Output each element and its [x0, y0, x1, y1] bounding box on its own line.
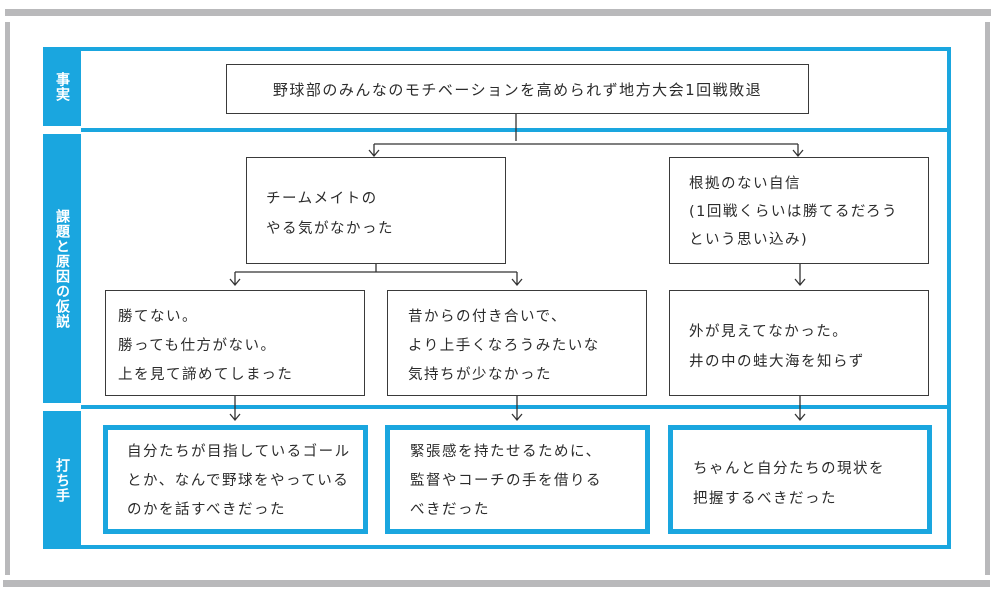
- frame-right-bar: [985, 22, 990, 575]
- issue-1-line-1: チームメイトの: [266, 191, 378, 207]
- row-label-fact: 事実: [43, 47, 81, 126]
- arrow-to-cause-1: [229, 272, 241, 287]
- frame-top-bar: [5, 9, 991, 16]
- issue-2-line-1: 根拠のない自信: [689, 176, 801, 192]
- frame-left-bar: [5, 22, 10, 575]
- cause-2-line-3: 気持ちが少なかった: [408, 367, 552, 383]
- issue-box-baseless-confidence: 根拠のない自信 (1回戦くらいは勝てるだろう という思い込み): [669, 157, 929, 264]
- action-box-grasp-situation: ちゃんと自分たちの現状を 把握するべきだった: [668, 425, 932, 534]
- issue-box-teammate-motivation: チームメイトの やる気がなかった: [246, 157, 506, 264]
- cause-3-line-1: 外が見えてなかった。: [689, 324, 849, 340]
- cause-1-line-1: 勝てない。: [118, 309, 198, 325]
- row-label-actions: 打ち手: [43, 411, 81, 549]
- cause-2-line-1: 昔からの付き合いで、: [408, 309, 567, 325]
- arrow-to-cause-2: [511, 272, 523, 287]
- cause-1-line-3: 上を見て諦めてしまった: [118, 367, 294, 383]
- fact-box: 野球部のみんなのモチベーションを高められず地方大会1回戦敗退: [226, 64, 809, 114]
- row-label-issues: 課題と原因の仮説: [43, 134, 81, 403]
- issue-2-line-2: (1回戦くらいは勝てるだろう: [689, 204, 899, 220]
- row-divider-1: [81, 128, 951, 132]
- frame-border-bottom: [43, 545, 951, 549]
- action-2-line-1: 緊張感を持たせるために、: [410, 444, 602, 460]
- cause-3-line-2: 井の中の蛙大海を知らず: [689, 354, 865, 370]
- action-box-discuss-goals: 自分たちが目指しているゴール とか、なんで野球をやっている のかを話すべきだった: [103, 425, 368, 534]
- action-1-line-1: 自分たちが目指しているゴール: [127, 444, 351, 460]
- arrow-to-issue-2: [792, 144, 804, 158]
- cause-box-gave-up: 勝てない。 勝っても仕方がない。 上を見て諦めてしまった: [105, 290, 365, 396]
- arrow-to-cause-3: [794, 263, 806, 287]
- frame-border-top: [43, 47, 951, 51]
- action-3-line-1: ちゃんと自分たちの現状を: [693, 461, 885, 477]
- action-2-line-2: 監督やコーチの手を借りる: [410, 473, 602, 489]
- row-divider-2: [81, 405, 951, 409]
- cause-box-narrow-view: 外が見えてなかった。 井の中の蛙大海を知らず: [669, 290, 929, 396]
- action-3-line-2: 把握するべきだった: [693, 491, 837, 507]
- row-label-fact-text: 事実: [54, 71, 70, 102]
- row-label-actions-text: 打ち手: [54, 457, 70, 503]
- action-1-line-3: のかを話すべきだった: [127, 502, 286, 518]
- issue-1-line-2: やる気がなかった: [266, 221, 394, 237]
- cause-box-old-friendships: 昔からの付き合いで、 より上手くなろうみたいな 気持ちが少なかった: [387, 290, 647, 396]
- action-box-involve-coaches: 緊張感を持たせるために、 監督やコーチの手を借りる べきだった: [385, 425, 650, 534]
- cause-2-line-2: より上手くなろうみたいな: [408, 338, 600, 354]
- fact-text: 野球部のみんなのモチベーションを高められず地方大会1回戦敗退: [272, 80, 763, 99]
- frame-border-right: [947, 47, 951, 549]
- row-label-issues-text: 課題と原因の仮説: [54, 208, 70, 329]
- cause-1-line-2: 勝っても仕方がない。: [118, 338, 277, 354]
- action-2-line-3: べきだった: [410, 502, 490, 518]
- arrow-to-issue-1: [368, 144, 380, 158]
- action-1-line-2: とか、なんで野球をやっている: [127, 473, 350, 489]
- frame-bottom-bar: [3, 580, 990, 587]
- issue-2-line-3: という思い込み): [689, 232, 809, 248]
